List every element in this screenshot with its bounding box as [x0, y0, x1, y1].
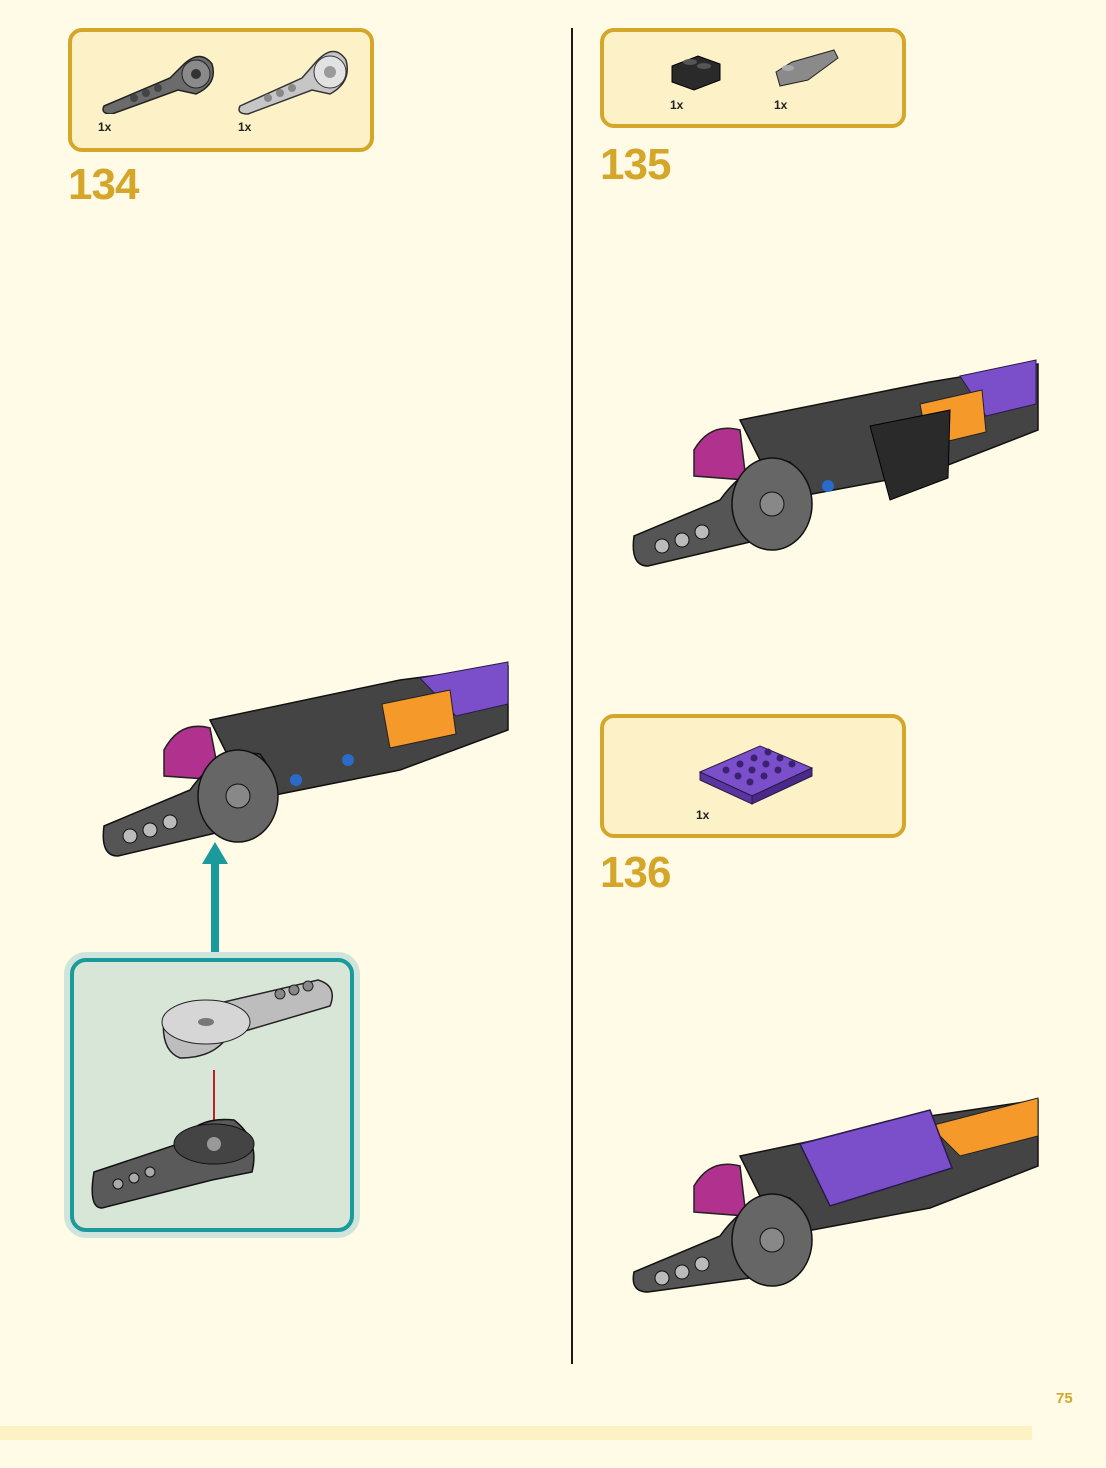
sub-assembly-callout: [70, 958, 354, 1232]
step-number-136: 136: [600, 848, 671, 897]
part-qty: 1x: [696, 808, 710, 822]
model-illustration-step-136: [632, 1097, 1039, 1293]
part-qty: 1x: [98, 120, 112, 134]
page-number: 75: [1056, 1390, 1073, 1407]
black-brick-1x2-icon: [671, 55, 721, 91]
parts-box-step-136: 1x: [600, 714, 906, 838]
step-number-134: 134: [68, 160, 139, 209]
part-qty: 1x: [774, 98, 788, 112]
step-number-135: 135: [600, 140, 671, 189]
gray-slope-brick-icon: [775, 49, 839, 87]
part-qty: 1x: [238, 120, 252, 134]
footer-bar: [0, 1426, 1032, 1440]
model-illustration-step-134: [102, 661, 509, 857]
page-divider: [571, 28, 573, 1364]
model-illustration-step-135: [632, 359, 1039, 567]
gray-beam-with-disc-icon: [102, 55, 214, 114]
part-qty: 1x: [670, 98, 684, 112]
purple-plate-4x4-icon: [698, 745, 814, 805]
assembly-arrow: [200, 842, 230, 960]
parts-box-step-135: 1x 1x: [600, 28, 906, 128]
parts-box-step-134: 1x 1x: [68, 28, 374, 152]
light-gray-beam-with-disc-icon: [238, 50, 348, 115]
